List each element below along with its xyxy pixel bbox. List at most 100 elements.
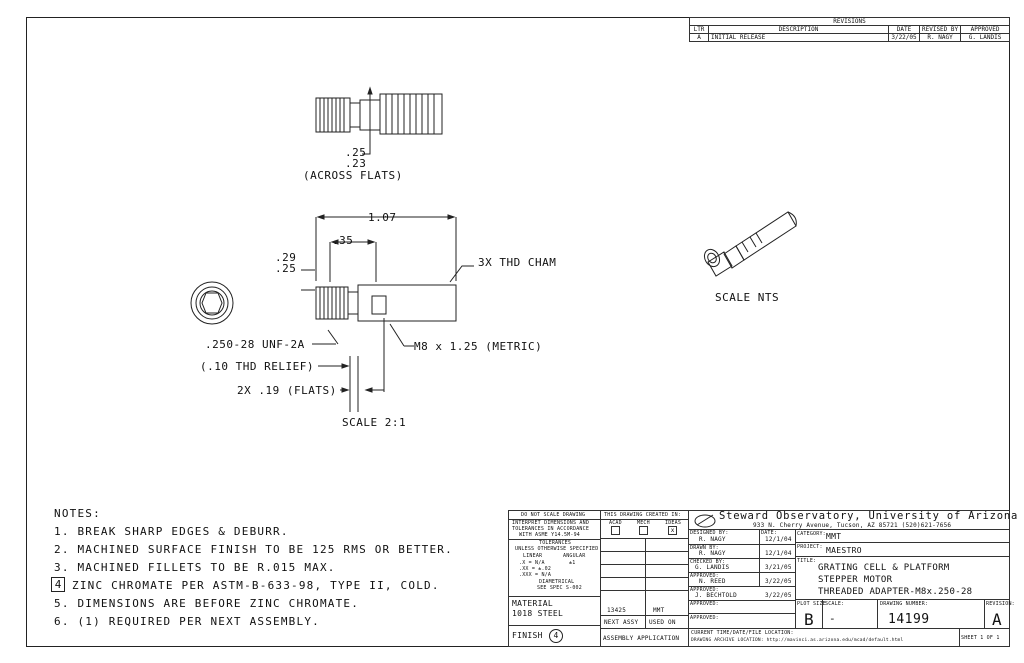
dim-length-29: .29 [275,251,297,264]
interpret-line-3: WITH ASME Y14.5M-94 [519,532,580,538]
plot-size-value: B [804,610,815,629]
revision-label: REVISION: [986,601,1015,607]
drawn-date: 12/1/04 [765,550,792,557]
designed-date: 12/1/04 [765,536,792,543]
checked-date: 3/21/05 [765,564,792,571]
dim-thread-unf: .250-28 UNF-2A [205,338,305,351]
dim-length-35: .35 [332,234,354,247]
scale-block: SCALE: - [822,599,878,629]
drawing-title-line-2: STEPPER MOTOR [818,575,893,585]
approved-2-label: APPROVED: [690,587,719,593]
note-5: 5. DIMENSIONS ARE BEFORE ZINC CHROMATE. [54,597,360,610]
observatory-logo-icon [694,514,716,528]
note-4-flag: 4 [51,577,65,592]
front-view [301,214,474,412]
assembly-application: ASSEMBLY APPLICATION [603,635,680,642]
scale-iso: SCALE NTS [715,291,780,304]
finish-flag: 4 [549,629,563,643]
plot-size-label: PLOT SIZE [797,601,826,607]
material-value: 1018 STEEL [512,609,564,618]
drawing-number-block: DRAWING NUMBER: 14199 [877,599,985,629]
created-in: THIS DRAWING CREATED IN: [604,512,682,518]
unless-specified: UNLESS OTHERWISE SPECIFIED [515,546,599,552]
revision-block: REVISION: A [984,599,1015,629]
checked-by: G. LANDIS [695,564,730,571]
drawing-title-block: TITLE: GRATING CELL & PLATFORM STEPPER M… [795,556,1010,600]
category-block: CATEGORY: MMT [795,529,1010,543]
rev-revised-by: R. NAGY [918,33,962,42]
dim-flats-bottom: .23 [345,157,367,170]
material-label: MATERIAL [512,599,553,608]
file-location-block: CURRENT TIME/DATE/FILE LOCATION: DRAWING… [688,628,1010,647]
note-6: 6. (1) REQUIRED PER NEXT ASSEMBLY. [54,615,320,628]
used-on-label: USED ON [649,619,676,626]
dim-overall-length: 1.07 [368,211,397,224]
dim-thread-metric: M8 x 1.25 (METRIC) [414,340,543,353]
diametrical-label: DIAMETRICAL [539,579,575,585]
interpret-line-1: INTERPRET DIMENSIONS AND [512,520,590,526]
approved-3-label: APPROVED: [690,601,719,607]
title-label: TITLE: [797,558,817,564]
approved-2-date: 3/22/05 [765,592,792,599]
cad-block: THIS DRAWING CREATED IN: ACAD MECH IDEAS… [600,510,689,647]
drawn-by-label: DRAWN BY: [690,545,719,551]
material-block: MATERIAL 1018 STEEL [508,596,601,626]
dim-thread-relief: (.10 THD RELIEF) [200,360,314,373]
drawing-number: 14199 [888,612,930,627]
signature-block: DESIGNED BY: R. NAGY DATE: 12/1/04 DRAWN… [688,529,796,614]
scale-value: - [829,612,837,625]
next-assy-number: 13425 [607,607,627,614]
scale-label: SCALE: [825,601,845,607]
dim-flats: 2X .19 (FLATS) [237,384,337,397]
drawing-number-label: DRAWING NUMBER: [880,601,929,607]
drawing-title-line-3: THREADED ADAPTER-M8x.250-28 [818,587,973,597]
next-assy-label: NEXT ASSY [604,619,639,626]
iso-view [703,211,797,277]
approved-1: N. REED [699,578,726,585]
finish-block: FINISH 4 [508,625,601,647]
note-2: 2. MACHINED SURFACE FINISH TO BE 125 RMS… [54,543,453,556]
cad-ideas: IDEAS [665,520,682,526]
cad-acad: ACAD [609,520,622,526]
category-label: CATEGORY: [797,531,826,537]
tol-angular: ±1 [569,560,576,566]
plot-size-block: PLOT SIZE B [795,599,826,629]
approved-4-label: APPROVED: [690,615,719,621]
checked-by-label: CHECKED BY: [690,559,726,565]
revision-value: A [992,610,1003,629]
org-header: Steward Observatory, University of Arizo… [688,510,1017,530]
dim-across-flats: (ACROSS FLATS) [303,169,403,182]
used-on-value: MMT [653,607,665,614]
note-1: 1. BREAK SHARP EDGES & DEBURR. [54,525,289,538]
top-view [315,86,443,155]
approved-4-block: APPROVED: [688,613,796,629]
note-3: 3. MACHINED FILLETS TO BE R.015 MAX. [54,561,336,574]
current-time-label: CURRENT TIME/DATE/FILE LOCATION: [691,630,794,636]
approved-1-label: APPROVED: [690,573,719,579]
approved-2: J. BECHTOLD [695,592,737,599]
see-spec: SEE SPEC S-002 [537,585,582,591]
notes-heading: NOTES: [54,507,101,520]
project-label: PROJECT: [797,544,823,550]
project-block: PROJECT: MAESTRO [795,542,1010,557]
end-view [190,281,234,325]
tol-x: .X = N/A [519,560,545,566]
archive-location: DRAWING ARCHIVE LOCATION: http://mavinci… [691,638,904,643]
designed-by-label: DESIGNED BY: [690,530,729,536]
angular-label: ANGULAR [563,553,586,559]
tol-xx: .XX = ±.02 [519,566,552,572]
do-not-scale: DO NOT SCALE DRAWING [521,512,586,518]
tolerances-label: TOLERANCES [539,540,572,546]
finish-label: FINISH [512,631,543,640]
interpret-line-2: TOLERANCES IN ACCORDANCE [512,526,590,532]
approved-1-date: 3/22/05 [765,578,792,585]
dim-chamfer: 3X THD CHAM [478,256,557,269]
drawn-by: R. NAGY [699,550,726,557]
rev-approved: G. LANDIS [960,33,1010,42]
linear-label: LINEAR [523,553,543,559]
revisions-table: REVISIONS LTR DESCRIPTION DATE REVISED B… [689,17,1010,42]
sheet-number: SHEET 1 OF 1 [961,635,1000,641]
date-label: DATE: [761,530,778,536]
tol-xxx: .XXX = N/A [519,572,552,578]
